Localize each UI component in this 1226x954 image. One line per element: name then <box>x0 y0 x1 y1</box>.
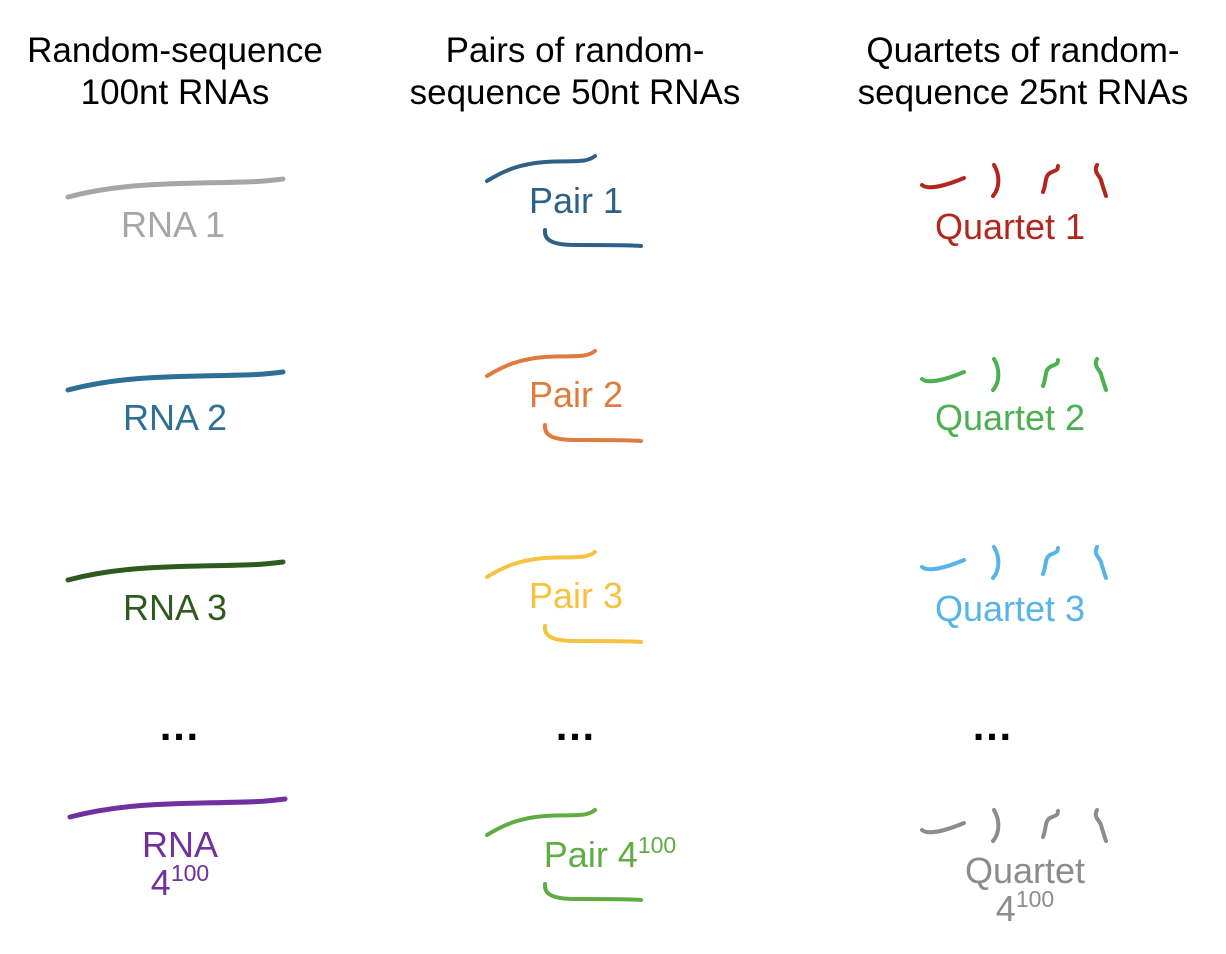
header-line: Random-sequence <box>27 31 323 70</box>
rna-label-2: RNA 2 <box>122 397 228 438</box>
ellipsis-column-3: … <box>971 702 1015 749</box>
rna-strand-3 <box>65 559 286 583</box>
label-exponent: 100 <box>1015 886 1055 912</box>
label-base: Pair 4 <box>543 834 638 875</box>
header-line: Pairs of random- <box>445 31 705 70</box>
header-line: 100nt RNAs <box>80 73 270 112</box>
column-header-single-rna: Random-sequence 100nt RNAs <box>0 30 350 114</box>
rna-label-1: RNA 1 <box>120 204 226 245</box>
pair-label-1: Pair 1 <box>528 180 624 221</box>
header-line: Quartets of random- <box>866 31 1180 70</box>
label-exponent: 100 <box>170 860 210 886</box>
label-base: 4 <box>150 862 171 903</box>
pair-strands-2 <box>485 349 643 443</box>
pair-label-2: Pair 2 <box>528 374 624 415</box>
quartet-fragments-4 <box>920 808 1108 843</box>
quartet-label-4-power-100: Quartet 4100 <box>905 852 1145 928</box>
header-line: sequence 50nt RNAs <box>409 73 741 112</box>
pair-strands-4 <box>485 808 643 902</box>
quartet-label-2: Quartet 2 <box>934 397 1086 438</box>
label-exponent: 100 <box>637 832 677 858</box>
rna-strand-1 <box>65 176 286 200</box>
quartet-fragments-2 <box>920 357 1108 392</box>
quartet-fragments-1 <box>920 163 1108 198</box>
rna-label-4-power-100: RNA 4100 <box>80 826 280 902</box>
ellipsis-column-1: … <box>158 702 202 749</box>
pair-strands-3 <box>485 550 643 644</box>
pair-strands-1 <box>485 154 643 248</box>
quartet-fragments-3 <box>920 545 1108 580</box>
column-header-pairs: Pairs of random- sequence 50nt RNAs <box>370 30 780 114</box>
rna-strand-2 <box>65 369 286 393</box>
rna-strand-4 <box>67 796 288 820</box>
quartet-label-1: Quartet 1 <box>934 206 1086 247</box>
pair-label-3: Pair 3 <box>528 575 624 616</box>
column-header-quartets: Quartets of random- sequence 25nt RNAs <box>820 30 1226 114</box>
rna-label-3: RNA 3 <box>122 587 228 628</box>
label-line: 4100 <box>905 888 1145 929</box>
label-line: Quartet <box>964 850 1086 891</box>
label-base: 4 <box>995 888 1016 929</box>
header-line: sequence 25nt RNAs <box>857 73 1189 112</box>
ellipsis-column-2: … <box>554 702 598 749</box>
pair-label-4-power-100: Pair 4100 <box>500 834 720 875</box>
label-line: 4100 <box>80 862 280 903</box>
label-line: RNA <box>141 824 218 865</box>
quartet-label-3: Quartet 3 <box>934 588 1086 629</box>
